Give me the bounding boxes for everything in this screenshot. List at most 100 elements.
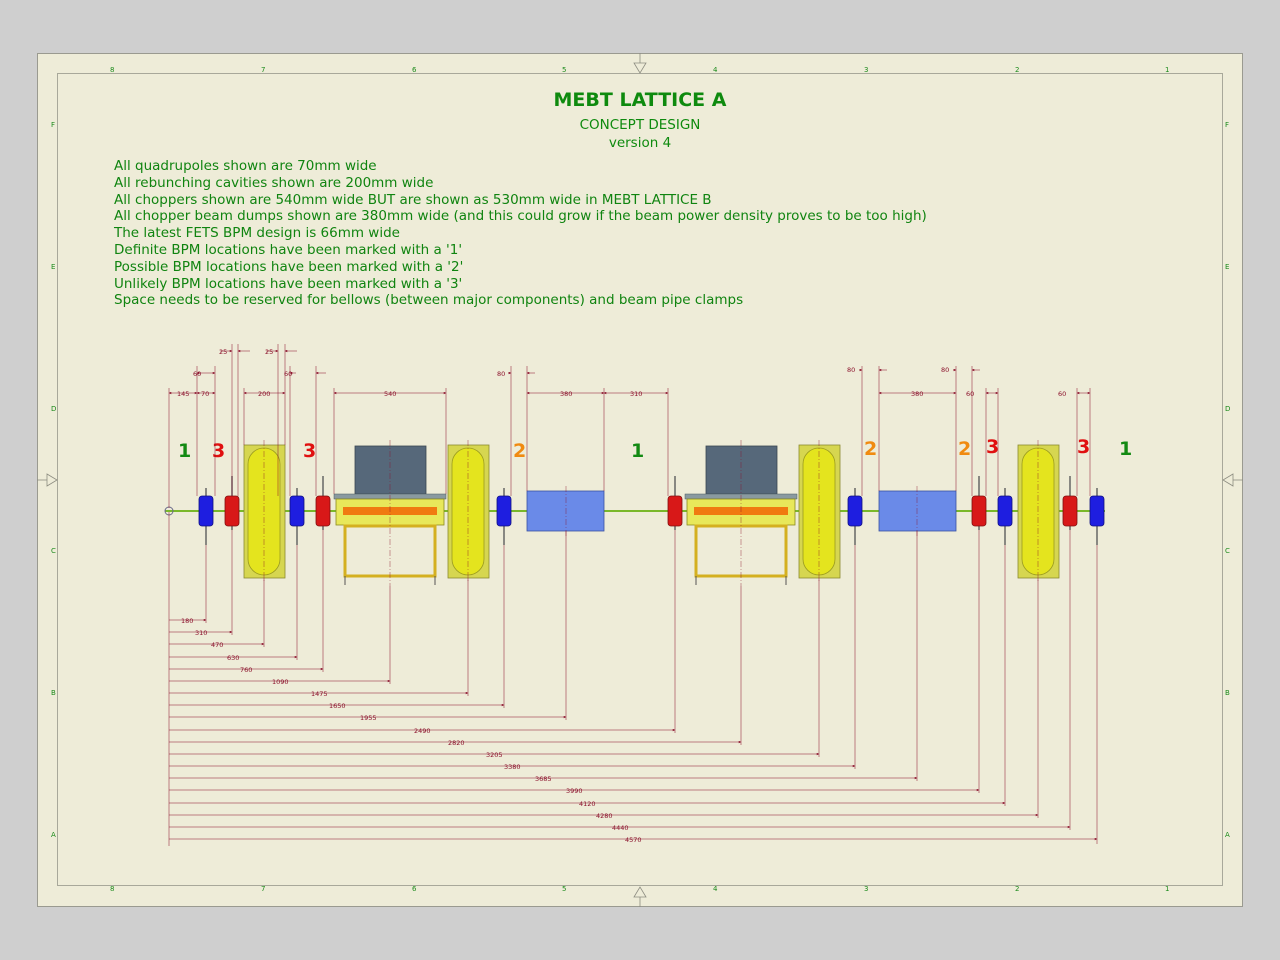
zone-label-top: 7 — [261, 66, 266, 74]
width-dimensions — [168, 344, 1091, 508]
quadrupole — [315, 476, 331, 530]
quadrupole — [496, 488, 512, 545]
zone-label-left: D — [51, 405, 57, 413]
zone-label-top: 1 — [1165, 66, 1170, 74]
zone-label-right: A — [1225, 831, 1230, 839]
dimension-label: 60 — [284, 370, 292, 378]
position-label: 2490 — [414, 727, 431, 735]
zone-label-bottom: 8 — [110, 885, 115, 893]
position-label: 470 — [211, 641, 223, 649]
position-label: 3990 — [566, 787, 583, 795]
bpm-marker: 2 — [958, 438, 971, 460]
zone-label-top: 4 — [713, 66, 718, 74]
dimension-label: 540 — [384, 390, 396, 398]
bpm-marker: 3 — [986, 436, 999, 458]
dimension-label: 80 — [497, 370, 505, 378]
rebunching-cavity — [243, 444, 286, 579]
dimension-label: 145 — [177, 390, 189, 398]
bpm-marker: 1 — [1119, 438, 1132, 460]
bpm-marker: 1 — [631, 440, 644, 462]
drawing-version: version 4 — [608, 135, 672, 151]
position-label: 1650 — [329, 702, 346, 710]
dimension-label: 80 — [847, 366, 855, 374]
rebunching-cavity — [447, 444, 490, 579]
dimension-label: 200 — [258, 390, 270, 398]
dimension-label: 380 — [911, 390, 923, 398]
note-line: Unlikely BPM locations have been marked … — [114, 275, 463, 292]
position-label: 1955 — [360, 714, 377, 722]
beam-dump — [526, 490, 605, 532]
note-line: Possible BPM locations have been marked … — [114, 258, 464, 275]
dimension-label: 310 — [630, 390, 642, 398]
position-label: 1475 — [311, 690, 328, 698]
zone-label-left: B — [51, 689, 56, 697]
quadrupole — [198, 488, 214, 545]
position-dimensions — [168, 512, 1098, 846]
zone-label-right: B — [1225, 689, 1230, 697]
zone-label-bottom: 6 — [412, 885, 417, 893]
design-notes: All quadrupoles shown are 70mm wide All … — [114, 158, 927, 309]
note-line: All chopper beam dumps shown are 380mm w… — [114, 208, 927, 225]
note-line: Space needs to be reserved for bellows (… — [114, 292, 744, 309]
dimension-label: 25 — [265, 348, 273, 356]
zone-label-bottom: 2 — [1015, 885, 1020, 893]
zone-label-left: E — [51, 263, 56, 271]
position-label: 630 — [227, 654, 239, 662]
beam-dump — [878, 490, 957, 532]
zone-label-right: E — [1225, 263, 1230, 271]
dimension-label: 60 — [966, 390, 974, 398]
bpm-marker: 1 — [178, 440, 191, 462]
note-line: The latest FETS BPM design is 66mm wide — [114, 225, 400, 242]
note-line: Definite BPM locations have been marked … — [114, 241, 463, 258]
position-label: 2820 — [448, 739, 465, 747]
zone-label-left: A — [51, 831, 56, 839]
position-label: 3205 — [486, 751, 503, 759]
zone-label-top: 2 — [1015, 66, 1020, 74]
position-label: 310 — [195, 629, 207, 637]
dimension-label: 380 — [560, 390, 572, 398]
zone-label-top: 3 — [864, 66, 869, 74]
zone-label-right: C — [1225, 547, 1230, 555]
bpm-markers: 1 3 3 2 1 2 2 3 3 1 — [178, 436, 1132, 462]
bpm-marker: 2 — [864, 438, 877, 460]
zone-label-left: C — [51, 547, 56, 555]
quadrupole — [1062, 476, 1078, 530]
dimension-label: 70 — [201, 390, 209, 398]
position-label: 760 — [240, 666, 252, 674]
zone-label-bottom: 1 — [1165, 885, 1170, 893]
position-label: 180 — [181, 617, 193, 625]
note-line: All choppers shown are 540mm wide BUT ar… — [114, 191, 712, 208]
zone-label-bottom: 4 — [713, 885, 718, 893]
rebunching-cavity — [1017, 444, 1060, 579]
drawing-title: MEBT LATTICE A — [553, 89, 727, 111]
width-dimension-labels: 25 25 60 60 80 145 70 200 540 380 310 80… — [177, 348, 1066, 398]
quadrupole — [667, 476, 683, 530]
position-label: 4440 — [612, 824, 629, 832]
zone-label-bottom: 3 — [864, 885, 869, 893]
quadrupole — [971, 476, 987, 530]
quadrupole — [847, 488, 863, 545]
rebunching-cavity — [798, 444, 841, 579]
position-label: 4570 — [625, 836, 642, 844]
dimension-label: 25 — [219, 348, 227, 356]
dimension-label: 60 — [1058, 390, 1066, 398]
position-label: 3685 — [535, 775, 552, 783]
quadrupole — [1089, 488, 1105, 545]
bpm-marker: 2 — [513, 440, 526, 462]
bpm-marker: 3 — [1077, 436, 1090, 458]
zone-label-right: D — [1225, 405, 1231, 413]
bpm-marker: 3 — [303, 440, 316, 462]
frame-center-marks — [37, 53, 1243, 907]
quadrupole — [997, 488, 1013, 545]
position-dimension-labels: 180 310 470 630 760 1090 1475 1650 1955 … — [181, 617, 642, 844]
position-label: 1090 — [272, 678, 289, 686]
note-line: All quadrupoles shown are 70mm wide — [114, 158, 377, 174]
zone-label-top: 6 — [412, 66, 417, 74]
zone-label-bottom: 7 — [261, 885, 266, 893]
zone-label-top: 5 — [562, 66, 567, 74]
drawing-subtitle: CONCEPT DESIGN — [579, 117, 701, 133]
zone-label-left: F — [51, 121, 56, 129]
zone-label-right: F — [1225, 121, 1230, 129]
centre-lines — [263, 440, 1039, 586]
